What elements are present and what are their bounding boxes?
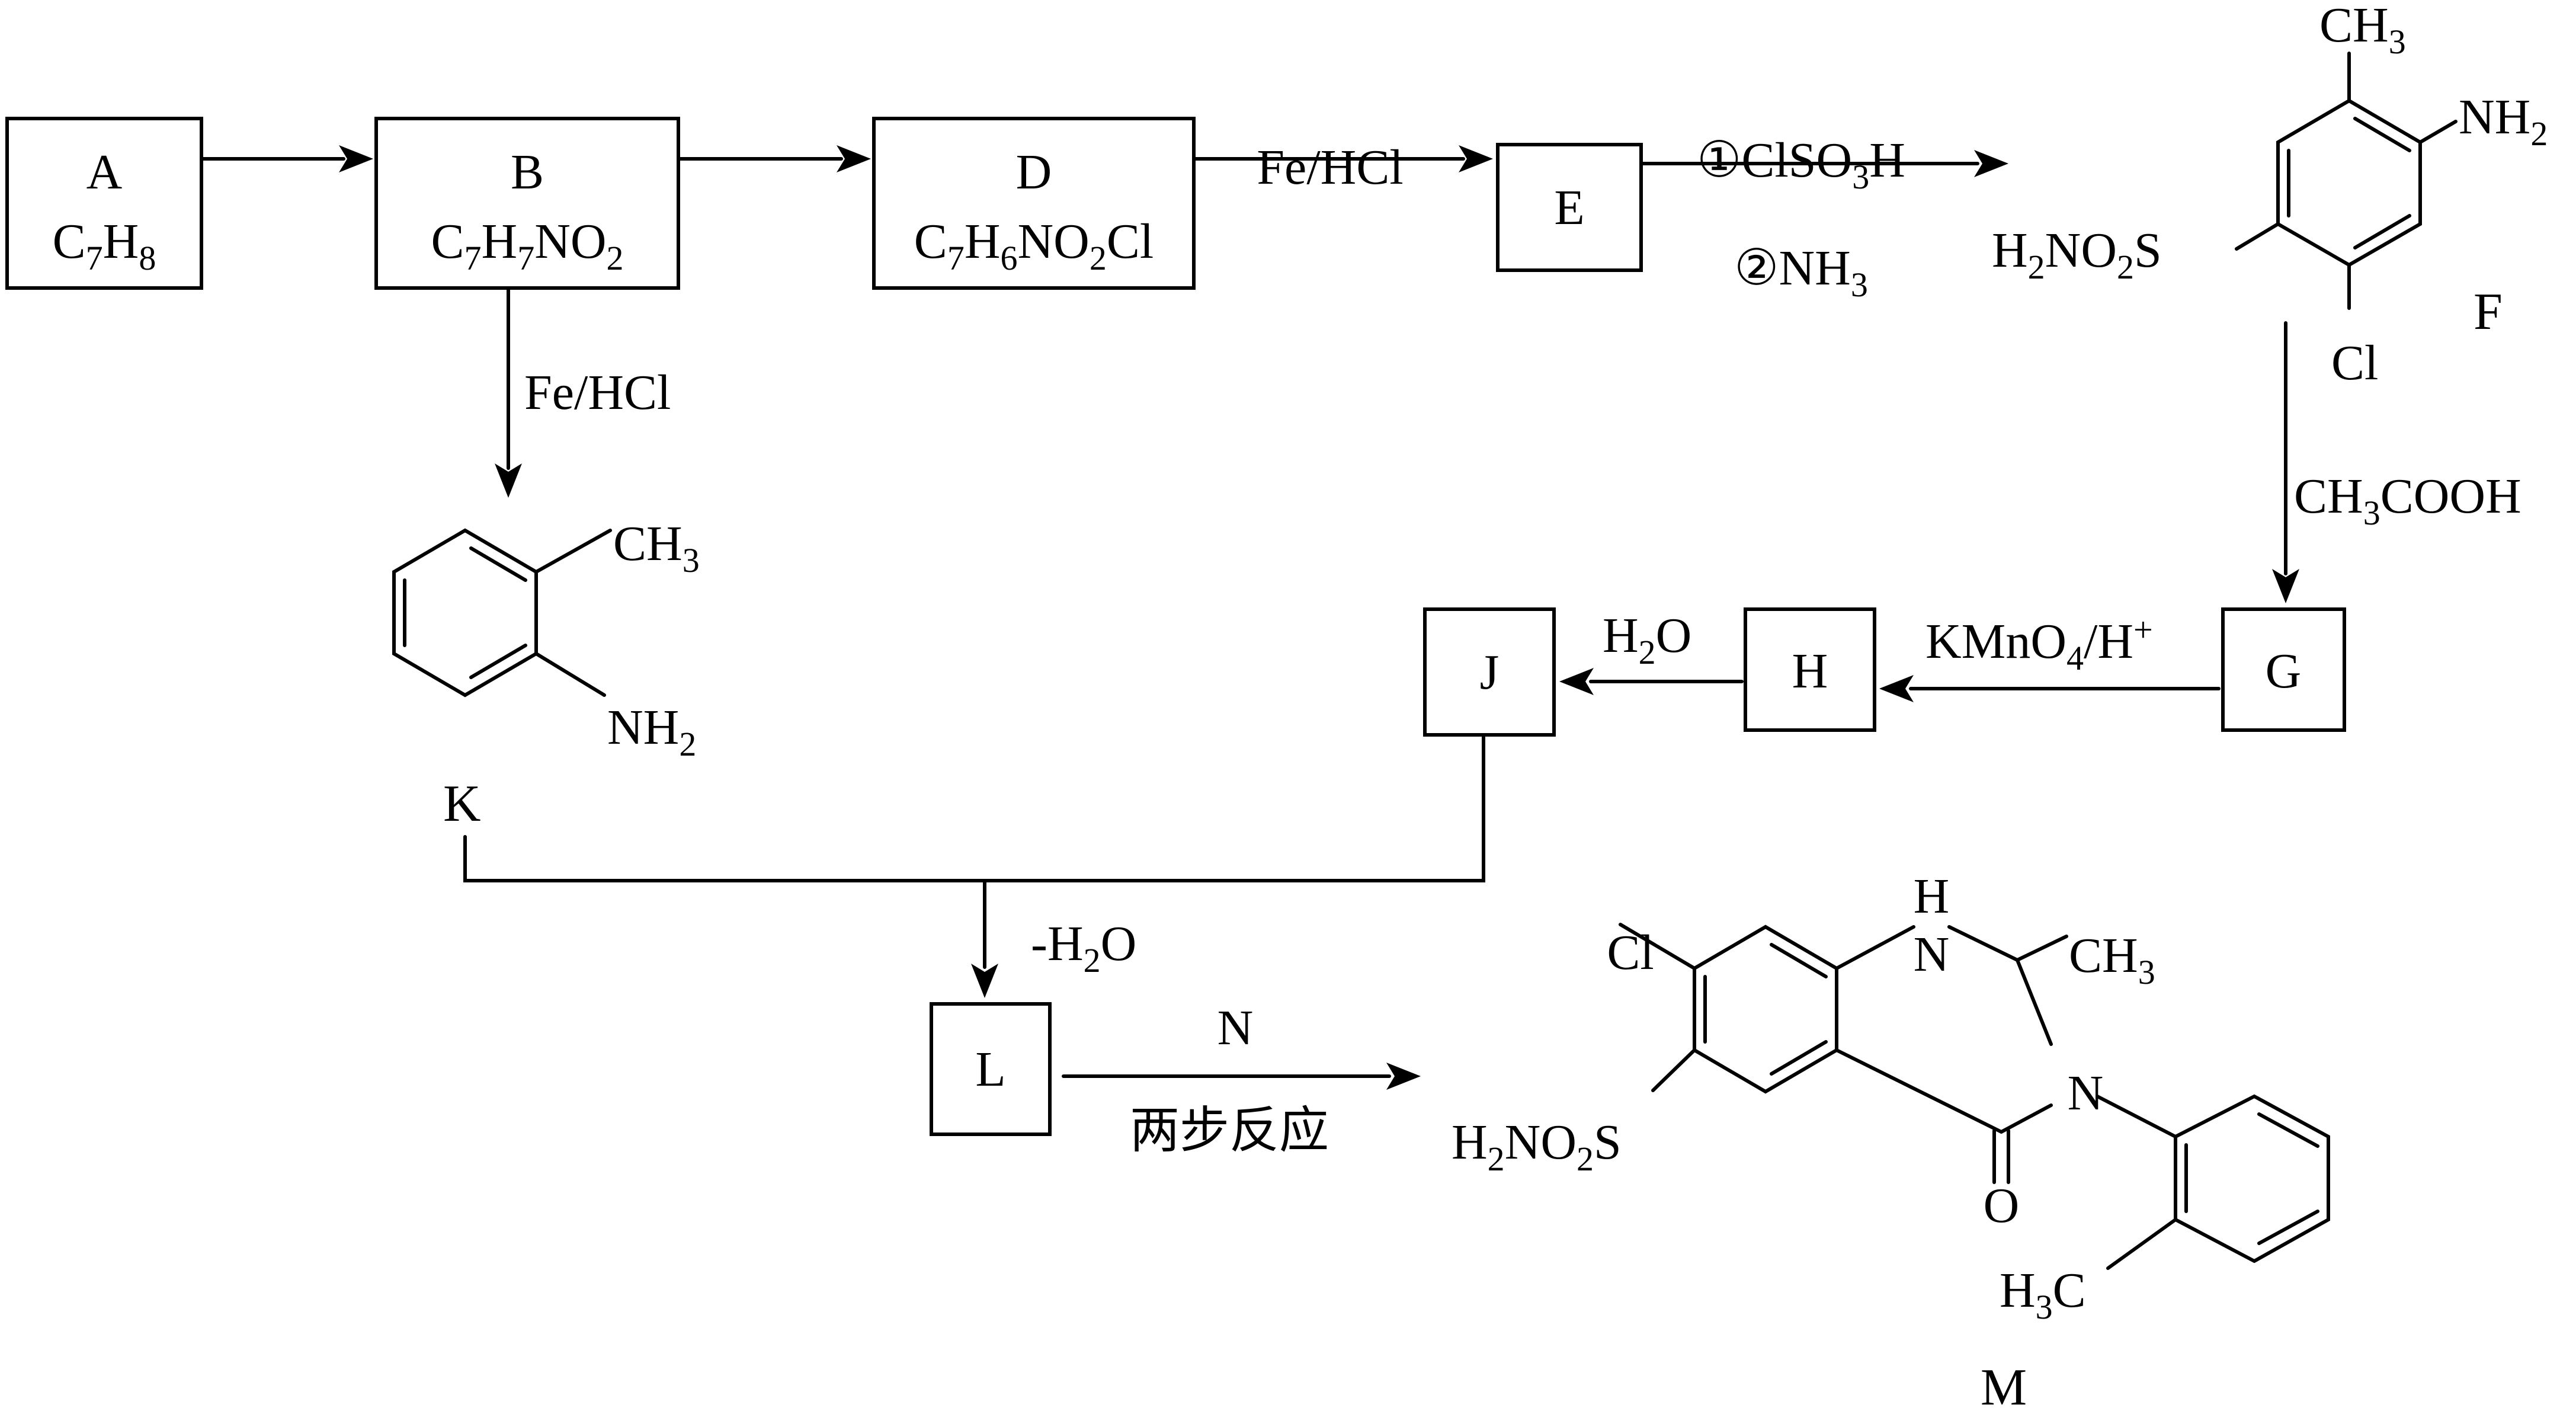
m-h3c-group: H3C bbox=[2000, 1263, 2086, 1326]
arrow-b-to-d bbox=[677, 145, 871, 172]
condition-jk-to-l: -H2O bbox=[1031, 916, 1136, 980]
f-ch3-group: CH3 bbox=[2319, 0, 2406, 61]
condition-h-to-j: H2O bbox=[1603, 608, 1691, 671]
compound-a-label: A bbox=[86, 145, 123, 200]
compound-h-box: H bbox=[1744, 607, 1876, 732]
f-cl-group: Cl bbox=[2331, 335, 2378, 391]
compound-b-formula: C7H7NO2 bbox=[431, 214, 623, 277]
condition-two-step: 两步反应 bbox=[1130, 1103, 1329, 1159]
m-label: M bbox=[1981, 1359, 2027, 1414]
m-ch3-group: CH3 bbox=[2069, 928, 2155, 991]
k-ch3-group: CH3 bbox=[613, 516, 700, 580]
m-carbonyl-o: O bbox=[1984, 1178, 2020, 1233]
arrow-h-to-j: H2O bbox=[1559, 608, 1744, 695]
compound-g-label: G bbox=[2266, 644, 2302, 699]
condition-g-to-h: KMnO4/H+ bbox=[1925, 610, 2153, 677]
compound-h-label: H bbox=[1792, 644, 1828, 699]
compound-d-box: D C7H6NO2Cl bbox=[872, 117, 1196, 290]
m-n-atom: N bbox=[2068, 1066, 2104, 1121]
compound-b-box: B C7H7NO2 bbox=[374, 117, 680, 290]
compound-j-box: J bbox=[1423, 607, 1556, 737]
f-label: F bbox=[2474, 283, 2503, 341]
arrow-d-to-e: Fe/HCl bbox=[1192, 140, 1493, 195]
condition-e-to-f-step1: ①ClSO3H bbox=[1697, 133, 1905, 196]
compound-l-label: L bbox=[975, 1042, 1005, 1097]
m-nh-n: N bbox=[1914, 927, 1950, 982]
compound-j-label: J bbox=[1480, 645, 1500, 700]
condition-e-to-f-step2: ②NH3 bbox=[1734, 241, 1868, 304]
condition-b-to-k: Fe/HCl bbox=[524, 365, 671, 420]
compound-d-label: D bbox=[1016, 145, 1052, 200]
compound-d-formula: C7H6NO2Cl bbox=[914, 214, 1154, 277]
compound-b-label: B bbox=[511, 145, 544, 200]
compound-e-box: E bbox=[1496, 143, 1643, 272]
k-label: K bbox=[443, 775, 481, 833]
arrow-g-to-h: KMnO4/H+ bbox=[1879, 610, 2221, 702]
connector-j-k-to-l: -H2O bbox=[463, 733, 1485, 998]
arrow-f-to-g: CH3COOH bbox=[2272, 321, 2521, 603]
structure-f: CH3 NH2 Cl H2NO2S F bbox=[1992, 0, 2548, 391]
compound-a-formula: C7H8 bbox=[53, 214, 156, 277]
arrow-a-to-b bbox=[200, 145, 373, 172]
f-nh2-group: NH2 bbox=[2459, 89, 2548, 153]
m-nh-h: H bbox=[1914, 869, 1950, 924]
structure-k: CH3 NH2 K bbox=[392, 516, 700, 833]
structure-m: H N CH3 N O Cl H2NO2S H3C M bbox=[1452, 869, 2330, 1414]
condition-f-to-g: CH3COOH bbox=[2294, 469, 2521, 532]
k-nh2-group: NH2 bbox=[607, 700, 696, 763]
m-sulfonamide-group: H2NO2S bbox=[1452, 1115, 1622, 1178]
m-cl-group: Cl bbox=[1607, 925, 1654, 980]
compound-e-label: E bbox=[1554, 180, 1584, 235]
reagent-n: N bbox=[1217, 1000, 1254, 1055]
f-sulfonamide-group: H2NO2S bbox=[1992, 223, 2162, 286]
arrow-l-to-m: N 两步反应 bbox=[1062, 1000, 1421, 1159]
arrow-e-to-f: ①ClSO3H ②NH3 bbox=[1639, 133, 2008, 304]
compound-a-box: A C7H8 bbox=[5, 117, 203, 290]
condition-d-to-e: Fe/HCl bbox=[1257, 140, 1403, 195]
compound-l-box: L bbox=[930, 1002, 1052, 1136]
compound-g-box: G bbox=[2221, 607, 2346, 732]
arrow-b-to-k: Fe/HCl bbox=[495, 286, 671, 498]
